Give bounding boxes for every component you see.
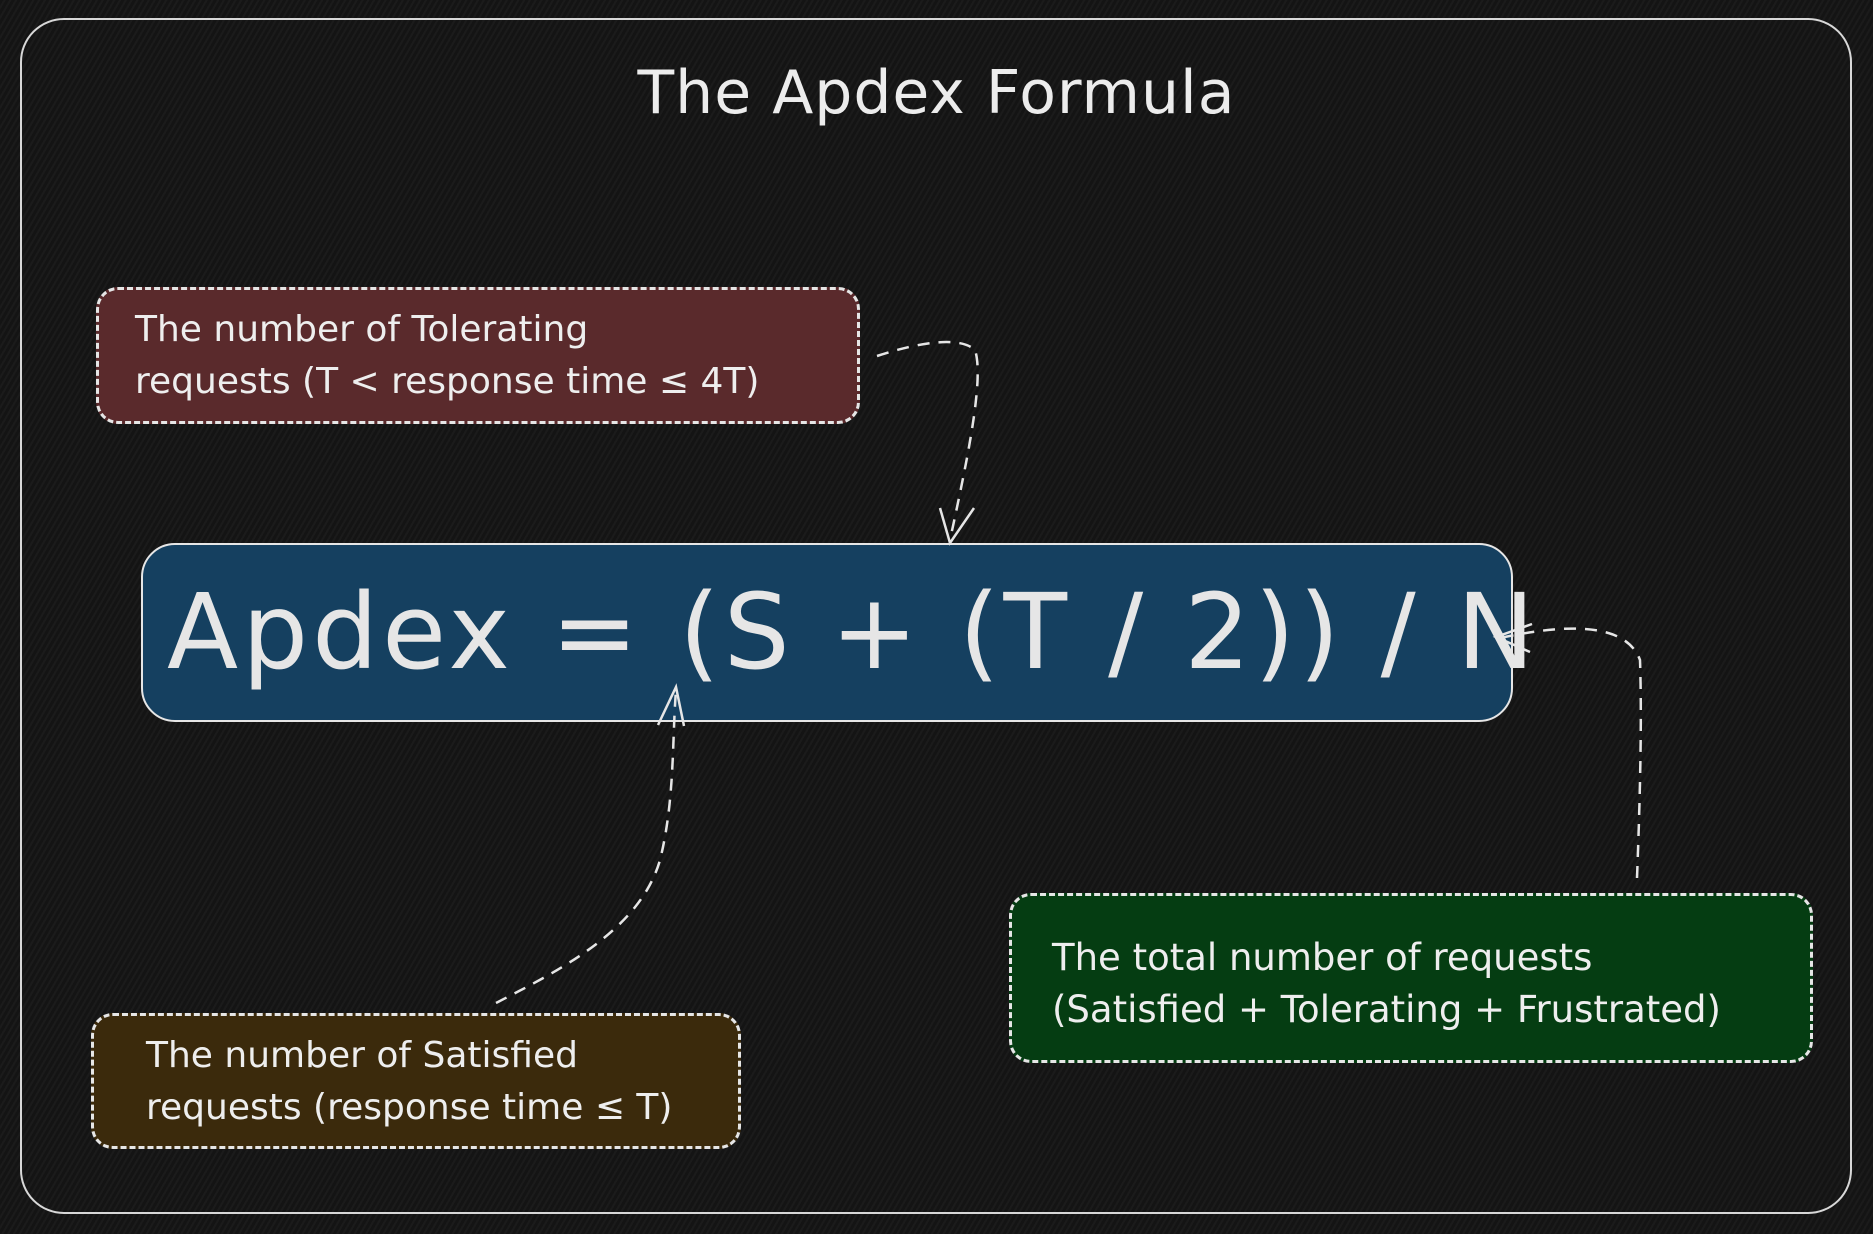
total-line-2: (Satisfied + Tolerating + Frustrated) [1052, 988, 1721, 1031]
total-note: The total number of requests (Satisfied … [1009, 893, 1813, 1063]
arrowhead-icon [938, 507, 976, 546]
arrowhead-icon [656, 683, 686, 727]
satisfied-arrow [495, 689, 678, 1005]
tolerating-line-2: requests (T < response time ≤ 4T) [135, 361, 760, 402]
total-arrow [1499, 627, 1643, 879]
satisfied-line-1: The number of Satisfied [146, 1035, 578, 1076]
arrowhead-icon [1492, 622, 1533, 654]
tolerating-line-1: The number of Tolerating [135, 309, 589, 350]
tolerating-note: The number of Tolerating requests (T < r… [96, 287, 860, 424]
satisfied-line-2: requests (response time ≤ T) [146, 1087, 673, 1128]
diagram-title: The Apdex Formula [637, 58, 1236, 128]
tolerating-arrow [876, 340, 979, 541]
canvas-frame [20, 18, 1852, 1214]
total-line-1: The total number of requests [1052, 936, 1593, 979]
satisfied-note: The number of Satisfied requests (respon… [91, 1013, 741, 1149]
apdex-formula: Apdex = (S + (T / 2)) / N [141, 543, 1535, 722]
